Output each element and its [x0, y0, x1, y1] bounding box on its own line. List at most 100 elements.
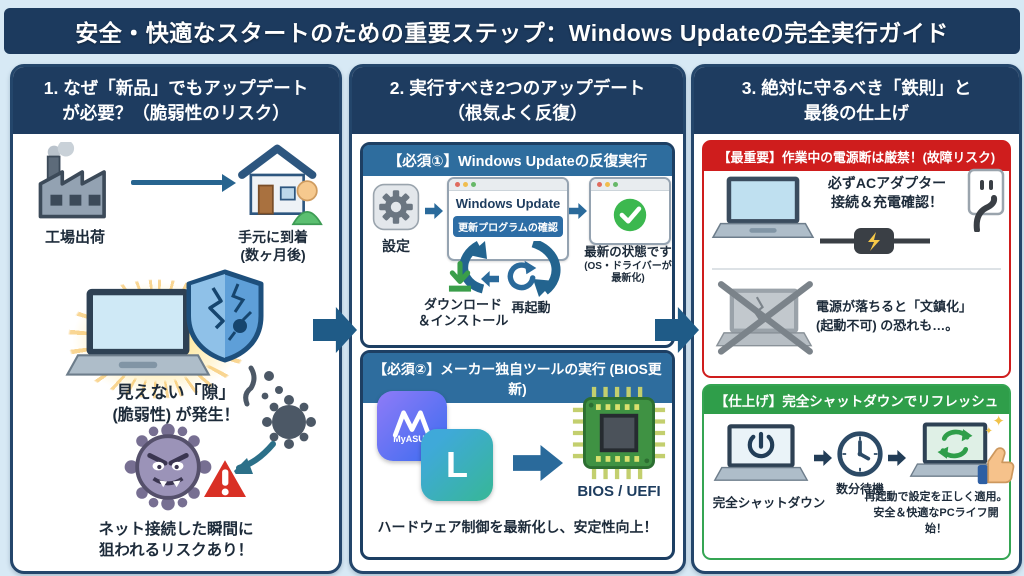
wait-label: 数分待機: [835, 482, 884, 496]
panel3-title-line1: 3. 絶対に守るべき「鉄則」と: [741, 78, 972, 98]
download-label-line1: ダウンロード: [423, 297, 502, 312]
restart-apply-line2: 安全＆快適なPCライフ開始！: [873, 506, 999, 535]
window-dot-yellow: [463, 182, 468, 187]
download-install-label: ダウンロード ＆インストール: [403, 297, 523, 330]
window-dot-yellow: [605, 182, 610, 187]
panel1-title: 1. なぜ「新品」でもアップデート が必要？（脆弱性のリスク）: [13, 67, 339, 134]
window2-titlebar: [591, 179, 669, 191]
warning-triangle-icon: [200, 456, 250, 500]
house-label-line1: 手元に到着: [238, 229, 308, 245]
bios-tools-box: 【必須②】メーカー独自ツールの実行 (BIOS更新) MyASUS L: [360, 350, 675, 560]
main-title-bar: 安全・快適なスタートのための重要ステップ：Windows Updateの完全実行…: [4, 8, 1020, 54]
windows-update-title: Windows Update: [455, 196, 561, 211]
window-dot-red: [455, 182, 460, 187]
settings-group: 設定: [369, 183, 423, 256]
ac-adapter-icon: [820, 228, 930, 254]
house-label-line2: (数ヶ月後): [240, 247, 306, 264]
restart-icon: [507, 260, 537, 291]
check-updates-button: 更新プログラムの確認: [453, 216, 563, 237]
restart-apply-text: 再起動で設定を正しく適用。 安全＆快適なPCライフ開始！: [864, 490, 1008, 538]
window1-titlebar: [449, 179, 567, 191]
main-title: 安全・快適なスタートのための重要ステップ：Windows Updateの完全実行…: [75, 20, 949, 46]
vulnerability-text-line2: (脆弱性) が発生！: [112, 406, 240, 424]
sparkle-icon: ✦: [984, 426, 993, 437]
panel3-title-line2: 最後の仕上げ: [804, 102, 909, 123]
house-icon: [238, 144, 323, 226]
vulnerability-text-line1: 見えない「隙」: [116, 383, 236, 402]
network-risk-text: ネット接続した瞬間に 狙われるリスクあり！: [13, 520, 339, 562]
shutdown-to-wait-arrow: [814, 450, 832, 466]
download-label-line2: ＆インストール: [417, 313, 509, 329]
window-dot-red: [597, 182, 602, 187]
factory-label: 工場出荷: [44, 229, 105, 246]
network-risk-line1: ネット接続した瞬間に: [98, 521, 254, 538]
network-risk-line2: 狙われるリスクあり！: [98, 541, 254, 559]
red-box-divider: [712, 268, 1001, 270]
settings-label: 設定: [382, 238, 410, 254]
panel2-title: 2. 実行すべき2つのアップデート （根気よく反復）: [352, 67, 683, 134]
brick-risk-text: 電源が落ちると「文鎮化」 (起動不可) の恐れも…。: [816, 298, 1006, 336]
shutdown-label: 完全シャットダウン: [712, 496, 826, 510]
hardware-caption: ハードウェア制御を最新化し、安定性向上！: [377, 519, 658, 535]
myasus-label: MyASUS: [393, 433, 431, 444]
tools-to-bios-arrow: [513, 445, 563, 481]
panel1-title-line2: が必要？（脆弱性のリスク）: [62, 102, 290, 123]
thumbs-up-icon: [977, 447, 1015, 485]
panel1-body: 工場出荷 手元に到着 (数ヶ月後): [13, 134, 339, 564]
panel2-title-line2: （根気よく反復）: [447, 102, 588, 123]
check-circle-icon: [613, 198, 647, 232]
factory-to-house-arrow: [131, 173, 236, 192]
bios-uefi-label: BIOS / UEFI: [577, 483, 661, 500]
status-window: [589, 177, 671, 245]
panel2-title-line1: 2. 実行すべき2つのアップデート: [389, 78, 646, 98]
window-dot-green: [613, 182, 618, 187]
status-line3: 最新化): [611, 273, 645, 285]
wait-to-restart-arrow: [888, 450, 906, 466]
shutdown-laptop-icon: [713, 424, 809, 481]
bios-chip-icon: [572, 386, 666, 480]
brick-text-line2: (起動不可) の恐れも…。: [816, 317, 959, 333]
settings-to-update-arrow: [425, 203, 443, 219]
sparkle-icon: ✦: [992, 413, 1005, 430]
bricked-laptop-icon: [715, 281, 813, 355]
restart-label: 再起動: [511, 300, 551, 315]
ac-adapter-text: 必ずACアダプター 接続＆充電確認！: [816, 174, 958, 212]
house-label: 手元に到着 (数ヶ月後): [213, 228, 333, 264]
restart-apply-line1: 再起動で設定を正しく適用。: [864, 491, 1008, 503]
lenovo-letter: L: [446, 444, 468, 485]
windows-update-box-header: 【必須①】Windows Updateの反復実行: [363, 145, 672, 176]
panel2-body: 【必須①】Windows Updateの反復実行: [352, 134, 683, 564]
window-dot-green: [471, 182, 476, 187]
status-line2: (OS・ドライバーが: [584, 260, 672, 272]
ac-text-line1: 必ずACアダプター: [827, 175, 947, 191]
refreshed-laptop-icon: [909, 422, 1001, 477]
update-cycle-arrows: [459, 241, 561, 297]
brick-text-line1: 電源が落ちると「文鎮化」: [816, 299, 973, 314]
windows-update-window: Windows Update 更新プログラムの確認: [447, 177, 569, 261]
panel-why-update-needed: 1. なぜ「新品」でもアップデート が必要？（脆弱性のリスク） 工場出荷 手元に…: [10, 64, 342, 574]
download-icon: [448, 261, 472, 292]
finishing-header: 【仕上げ】完全シャットダウンでリフレッシュ: [704, 386, 1009, 414]
power-warning-box: 【最重要】作業中の電源断は厳禁！(故障リスク) 必ずACアダプター 接続＆充電確…: [702, 140, 1011, 378]
vulnerability-text: 見えない「隙」 (脆弱性) が発生！: [13, 382, 339, 427]
cracked-shield-icon: [186, 269, 264, 363]
myasus-logo-mark: [392, 409, 432, 437]
panel-two-updates: 2. 実行すべき2つのアップデート （根気よく反復） 【必須①】Windows …: [349, 64, 686, 574]
panel3-body: 【最重要】作業中の電源断は厳禁！(故障リスク) 必ずACアダプター 接続＆充電確…: [694, 134, 1019, 564]
gear-icon: [372, 183, 420, 231]
panel-rules-finishing: 3. 絶対に守るべき「鉄則」と 最後の仕上げ 【最重要】作業中の電源断は厳禁！(…: [691, 64, 1022, 574]
power-warning-header: 【最重要】作業中の電源断は厳禁！(故障リスク): [704, 142, 1009, 171]
ac-text-line2: 接続＆充電確認！: [831, 193, 943, 210]
lenovo-vantage-app-icon: L: [421, 429, 493, 501]
status-line1: 最新の状態です: [584, 245, 672, 259]
windows-update-box: 【必須①】Windows Updateの反復実行: [360, 142, 675, 348]
charging-laptop-icon: [711, 176, 815, 239]
panel3-title: 3. 絶対に守るべき「鉄則」と 最後の仕上げ: [694, 67, 1019, 134]
virus-icon: [124, 423, 212, 511]
factory-icon: [38, 142, 106, 219]
new-laptop-icon: [65, 288, 211, 376]
panel1-title-line1: 1. なぜ「新品」でもアップデート: [43, 78, 309, 98]
update-to-done-arrow: [569, 203, 587, 219]
finishing-box: 【仕上げ】完全シャットダウンでリフレッシュ: [702, 384, 1015, 560]
wall-outlet-icon: [967, 168, 1005, 232]
